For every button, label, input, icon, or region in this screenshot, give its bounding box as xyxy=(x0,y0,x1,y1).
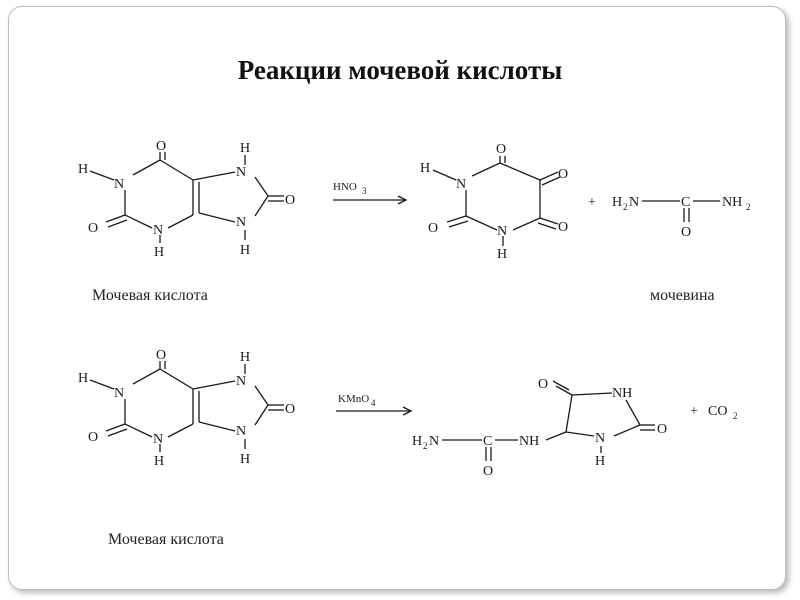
svg-text:+: + xyxy=(690,404,698,419)
svg-text:2: 2 xyxy=(423,441,428,451)
svg-text:N: N xyxy=(114,386,124,401)
svg-text:N: N xyxy=(153,432,163,447)
svg-text:N: N xyxy=(456,177,466,192)
svg-text:N: N xyxy=(236,424,246,439)
uric-acid-atoms-2: H N O O N H H N O N H xyxy=(78,348,295,469)
svg-text:N: N xyxy=(236,374,246,389)
svg-text:O: O xyxy=(88,430,98,445)
svg-text:NH: NH xyxy=(722,195,742,210)
svg-text:NH: NH xyxy=(612,386,632,401)
caption-urea: мочевина xyxy=(650,287,715,304)
svg-text:O: O xyxy=(156,348,166,363)
svg-text:N: N xyxy=(236,215,246,230)
svg-text:O: O xyxy=(681,225,691,240)
svg-text:2: 2 xyxy=(746,202,751,212)
svg-text:O: O xyxy=(428,221,438,236)
svg-text:H: H xyxy=(154,454,164,469)
alloxan-atoms: H N O O O O N H xyxy=(420,142,568,262)
svg-text:H: H xyxy=(78,162,88,177)
svg-text:H: H xyxy=(595,454,605,469)
svg-text:C: C xyxy=(483,434,492,449)
svg-text:N: N xyxy=(114,177,124,192)
svg-text:H: H xyxy=(154,245,164,260)
svg-text:N: N xyxy=(497,224,507,239)
uric-acid-atoms-1: H N O O N H H N O N H xyxy=(78,139,295,260)
reagent-label-1: HNO xyxy=(333,181,357,193)
uric-acid-structure-1 xyxy=(89,152,284,243)
page-title: Реакции мочевой кислоты xyxy=(237,55,563,85)
svg-text:H: H xyxy=(78,371,88,386)
svg-text:O: O xyxy=(156,139,166,154)
plus-sign-1: + xyxy=(588,195,596,210)
svg-text:N: N xyxy=(629,195,639,210)
svg-text:N: N xyxy=(595,431,605,446)
uric-acid-structure-2 xyxy=(89,361,284,452)
svg-text:CO: CO xyxy=(708,404,727,419)
svg-text:H: H xyxy=(240,452,250,467)
svg-text:N: N xyxy=(236,165,246,180)
svg-text:N: N xyxy=(153,223,163,238)
caption-uric-acid-1: Мочевая кислота xyxy=(92,287,208,304)
slide-frame xyxy=(8,6,786,590)
svg-text:H: H xyxy=(240,243,250,258)
carbon-dioxide-product: + CO 2 xyxy=(690,404,738,421)
svg-text:H: H xyxy=(612,195,622,210)
svg-text:H: H xyxy=(420,161,430,176)
svg-text:H: H xyxy=(497,247,507,262)
svg-text:2: 2 xyxy=(733,411,738,421)
reaction-arrow-2: KMnO 4 xyxy=(336,393,413,416)
caption-uric-acid-2: Мочевая кислота xyxy=(108,531,224,548)
reaction-arrow-1: HNO 3 xyxy=(333,181,408,205)
svg-text:O: O xyxy=(285,193,295,208)
alloxan-structure xyxy=(432,156,561,246)
svg-text:O: O xyxy=(558,220,568,235)
urea-structure: H 2 N C NH 2 O xyxy=(612,195,751,240)
svg-text:O: O xyxy=(88,221,98,236)
svg-text:2: 2 xyxy=(623,202,628,212)
svg-text:O: O xyxy=(558,167,568,182)
allantoin-structure: H 2 N C NH O O NH O N H xyxy=(412,377,667,479)
svg-text:O: O xyxy=(496,142,506,157)
svg-text:C: C xyxy=(681,195,690,210)
svg-text:3: 3 xyxy=(362,186,367,196)
svg-text:4: 4 xyxy=(371,398,376,408)
svg-text:H: H xyxy=(240,141,250,156)
svg-text:NH: NH xyxy=(519,434,539,449)
reagent-label-2: KMnO xyxy=(338,393,369,405)
svg-text:O: O xyxy=(285,402,295,417)
svg-text:O: O xyxy=(657,422,667,437)
svg-text:O: O xyxy=(538,377,548,392)
svg-text:N: N xyxy=(429,434,439,449)
svg-text:H: H xyxy=(240,350,250,365)
svg-text:O: O xyxy=(483,464,493,479)
svg-text:H: H xyxy=(412,434,422,449)
